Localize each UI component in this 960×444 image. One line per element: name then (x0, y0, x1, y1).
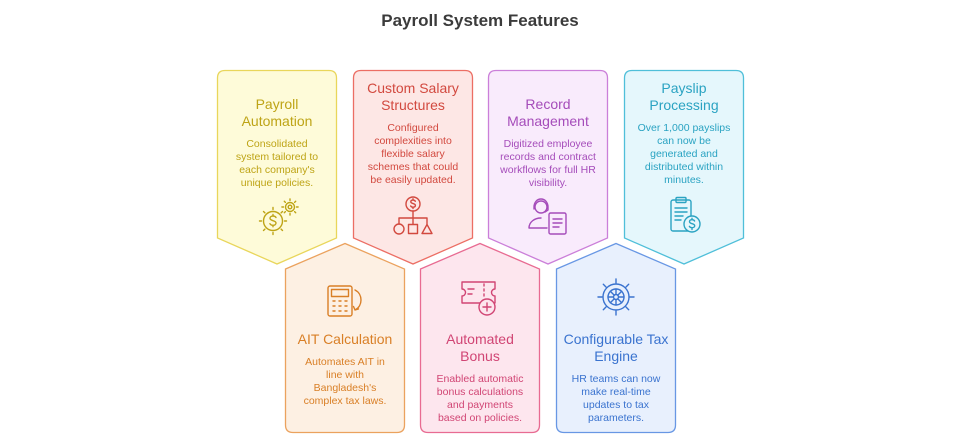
gear-engine-icon (591, 277, 641, 317)
gears-dollar-icon (252, 196, 302, 236)
feature-card-payroll-automation: Payroll Automation Consolidated system t… (216, 69, 338, 265)
feature-description: Over 1,000 payslips can now be generated… (637, 122, 731, 186)
feature-title: Record Management (507, 96, 589, 129)
feature-description: Digitized employee records and contract … (500, 138, 596, 189)
feature-title: Custom Salary Structures (367, 80, 459, 113)
card-shape (284, 242, 406, 434)
feature-title: Payslip Processing (649, 80, 719, 113)
card-shape (216, 69, 338, 265)
feature-card-payslip-processing: Payslip Processing Over 1,000 payslips c… (623, 69, 745, 265)
hierarchy-dollar-icon (388, 196, 438, 236)
payslip-dollar-icon (659, 196, 709, 236)
calculator-refresh-icon (320, 281, 370, 321)
card-shape (555, 242, 677, 434)
feature-description: HR teams can now make real-time updates … (571, 373, 661, 424)
feature-title: AIT Calculation (297, 331, 393, 347)
employee-record-icon (523, 196, 573, 236)
card-shape (487, 69, 609, 265)
feature-description: Configured complexities into flexible sa… (367, 122, 459, 186)
feature-card-ait-calculation: AIT Calculation Automates AIT in line wi… (284, 242, 406, 434)
feature-title: Payroll Automation (241, 96, 313, 129)
card-shape (623, 69, 745, 265)
ticket-plus-icon (455, 277, 505, 317)
feature-card-configurable-tax-engine: Configurable Tax Engine HR teams can now… (555, 242, 677, 434)
card-shape (419, 242, 541, 434)
feature-card-automated-bonus: Automated Bonus Enabled automatic bonus … (419, 242, 541, 434)
feature-description: Automates AIT in line with Bangladesh's … (303, 356, 387, 407)
feature-description: Enabled automatic bonus calculations and… (436, 373, 524, 424)
diagram-title: Payroll System Features (381, 11, 579, 30)
feature-card-custom-salary-structures: Custom Salary Structures Configured comp… (352, 69, 474, 265)
feature-title: Configurable Tax Engine (563, 331, 669, 364)
feature-description: Consolidated system tailored to each com… (235, 138, 319, 189)
card-shape (352, 69, 474, 265)
feature-title: Automated Bonus (446, 331, 514, 364)
feature-card-record-management: Record Management Digitized employee rec… (487, 69, 609, 265)
